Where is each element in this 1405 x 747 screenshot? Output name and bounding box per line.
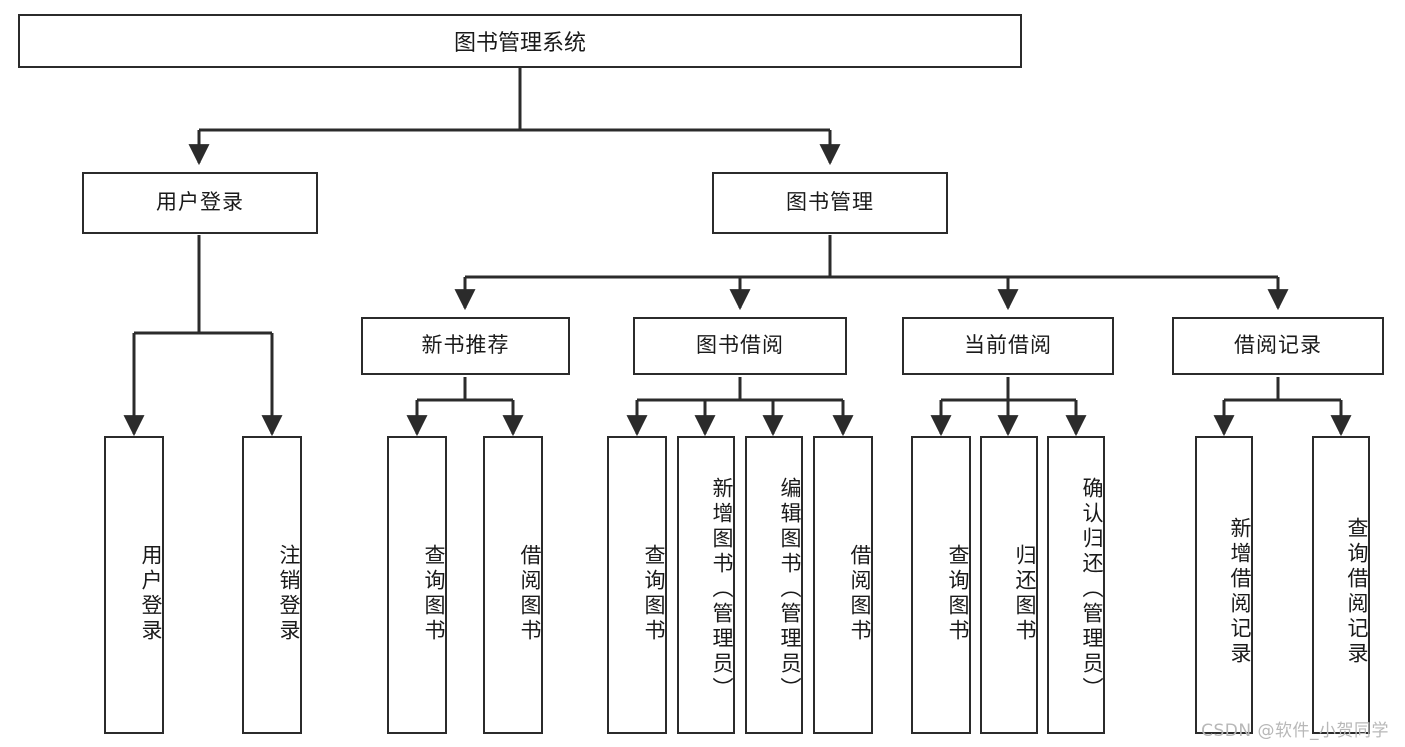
node-leaf-user-login[interactable]: 用户登录 (104, 436, 164, 734)
csdn-watermark: CSDN @软件_小贺同学 (1201, 721, 1389, 741)
node-leaf-query-book-2[interactable]: 查询图书 (607, 436, 667, 734)
node-user-login[interactable]: 用户登录 (82, 172, 318, 234)
node-leaf-return-book[interactable]: 归还图书 (980, 436, 1038, 734)
node-book-manage[interactable]: 图书管理 (712, 172, 948, 234)
node-book-borrow[interactable]: 图书借阅 (633, 317, 847, 375)
node-leaf-borrow-book-2[interactable]: 借阅图书 (813, 436, 873, 734)
node-leaf-add-record[interactable]: 新增借阅记录 (1195, 436, 1253, 734)
node-new-book-recommend[interactable]: 新书推荐 (361, 317, 570, 375)
node-leaf-query-book-1[interactable]: 查询图书 (387, 436, 447, 734)
node-leaf-query-book-3[interactable]: 查询图书 (911, 436, 971, 734)
node-root[interactable]: 图书管理系统 (18, 14, 1022, 68)
node-leaf-confirm-return[interactable]: 确认归还（管理员） (1047, 436, 1105, 734)
node-borrow-record[interactable]: 借阅记录 (1172, 317, 1384, 375)
node-current-borrow[interactable]: 当前借阅 (902, 317, 1114, 375)
node-leaf-edit-book[interactable]: 编辑图书（管理员） (745, 436, 803, 734)
node-leaf-borrow-book-1[interactable]: 借阅图书 (483, 436, 543, 734)
node-leaf-add-book[interactable]: 新增图书（管理员） (677, 436, 735, 734)
node-leaf-user-logout[interactable]: 注销登录 (242, 436, 302, 734)
node-leaf-query-record[interactable]: 查询借阅记录 (1312, 436, 1370, 734)
